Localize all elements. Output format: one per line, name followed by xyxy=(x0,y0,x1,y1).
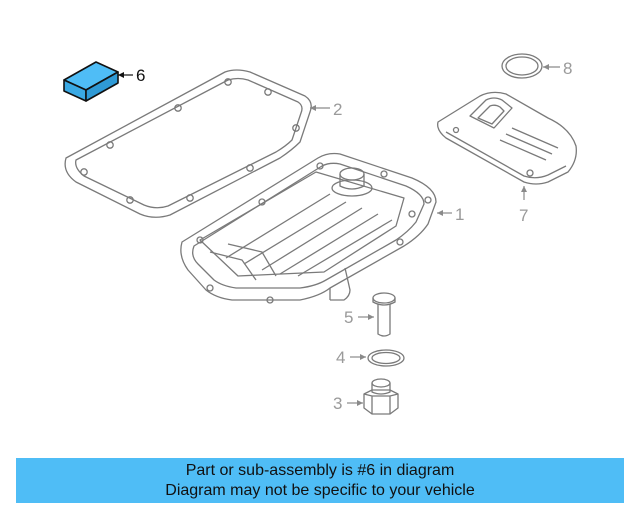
part-8-oring[interactable] xyxy=(501,53,543,79)
callout-7: 7 xyxy=(519,206,528,225)
callout-3: 3 xyxy=(333,394,342,413)
callout-1: 1 xyxy=(455,205,464,224)
arrow-2 xyxy=(310,105,316,111)
part-4-washer[interactable] xyxy=(367,349,405,367)
part-3-drain-plug[interactable] xyxy=(363,378,399,415)
parts-diagram: 6 2 8 7 xyxy=(63,53,577,415)
part-2-gasket[interactable] xyxy=(64,69,312,218)
part-5-bolt[interactable] xyxy=(372,292,396,337)
callout-4: 4 xyxy=(336,348,345,367)
banner-line-2: Diagram may not be specific to your vehi… xyxy=(165,482,475,499)
callout-8: 8 xyxy=(563,59,572,78)
arrow-7 xyxy=(521,186,527,192)
arrow-8 xyxy=(543,64,549,70)
callout-5: 5 xyxy=(344,308,353,327)
arrow-4 xyxy=(360,354,366,360)
arrow-5 xyxy=(368,314,374,320)
info-banner: Part or sub-assembly is #6 in diagram Di… xyxy=(16,458,624,503)
banner-line-1: Part or sub-assembly is #6 in diagram xyxy=(185,462,455,479)
part-1-oil-pan[interactable] xyxy=(180,152,437,304)
arrow-3 xyxy=(357,400,363,406)
callout-6: 6 xyxy=(136,66,145,85)
part-6-block[interactable] xyxy=(63,61,119,102)
arrow-6 xyxy=(118,72,124,78)
part-7-filter[interactable] xyxy=(437,91,577,185)
arrow-1 xyxy=(437,210,443,216)
callout-2: 2 xyxy=(333,100,342,119)
